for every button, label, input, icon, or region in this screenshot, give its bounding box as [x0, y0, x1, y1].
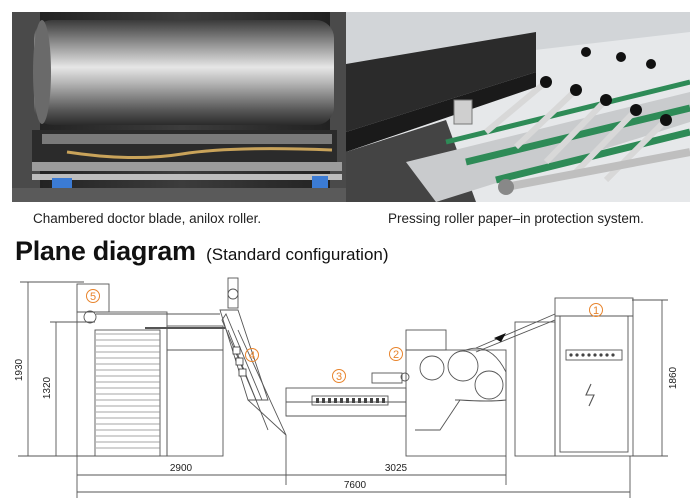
- stacker-stack-lines: [96, 333, 160, 449]
- plane-diagram-title: Plane diagram: [15, 236, 196, 266]
- photo-pressing-roller-protection: [346, 12, 690, 202]
- anilox-roller: [34, 20, 334, 125]
- dryer-upper-column: [227, 277, 239, 309]
- feed-board: [475, 313, 556, 349]
- unit-marker-1: 1: [593, 305, 599, 317]
- unit-marker-4-circle: [245, 348, 259, 362]
- unit-marker-3: 3: [336, 371, 342, 383]
- dim-label-length-right: 3025: [385, 463, 408, 474]
- dryer-incline-frame: [219, 309, 269, 401]
- feed-direction-arrow: [494, 333, 506, 342]
- pressing-roller-photo-drawing: [346, 12, 690, 202]
- coating-heater-coils: [316, 398, 385, 403]
- unit-marker-2: 2: [393, 349, 399, 361]
- anilox-roller-drawing: [419, 355, 445, 381]
- plane-diagram-drawing: 5 4 3 2 1 1930 1320 1860 2900 3025 7600: [14, 277, 679, 498]
- feeder-panel-buttons: [569, 353, 615, 357]
- stacker-roller: [83, 310, 97, 324]
- photo-caption-doctor-blade: Chambered doctor blade, anilox roller.: [33, 211, 262, 226]
- plane-diagram-heading: Plane diagram (Standard configuration): [15, 236, 389, 267]
- unit-marker-1-circle: [589, 303, 603, 317]
- plate-cylinder-drawing: [447, 350, 479, 382]
- unit-marker-4: 4: [249, 350, 255, 362]
- dim-label-total-length: 7600: [344, 480, 367, 491]
- dim-label-overall-height: 1930: [14, 358, 25, 381]
- plane-diagram-subtitle: (Standard configuration): [206, 245, 389, 264]
- photo-doctor-blade-anilox-roller: [12, 12, 352, 202]
- feeder-control-panel: [565, 349, 623, 361]
- feed-table-top: [346, 32, 536, 132]
- unit-marker-5: 5: [90, 291, 96, 303]
- unit-marker-2-circle: [389, 347, 403, 361]
- pressing-roller-arms: [484, 79, 669, 183]
- dryer-lamp-boxes: [232, 346, 247, 377]
- delivery-frame: [166, 325, 224, 457]
- photo-caption-pressing-roller: Pressing roller paper–in protection syst…: [388, 211, 644, 226]
- printing-unit-frame: [405, 349, 507, 457]
- unit-marker-5-circle: [86, 289, 100, 303]
- doctor-blade-photo-drawing: [12, 12, 352, 202]
- roller-wheels: [540, 47, 672, 126]
- dim-label-length-left: 2900: [170, 463, 193, 474]
- dim-label-feeder-height: 1860: [668, 366, 679, 389]
- doctor-blade-bar: [32, 162, 342, 171]
- impression-cylinder-drawing: [474, 370, 504, 400]
- unit-marker-3-circle: [332, 369, 346, 383]
- electric-hazard-icon: [585, 383, 595, 407]
- feeder-body: [554, 297, 634, 457]
- coating-heater-bar: [311, 395, 389, 406]
- dim-label-section-height: 1320: [42, 376, 53, 399]
